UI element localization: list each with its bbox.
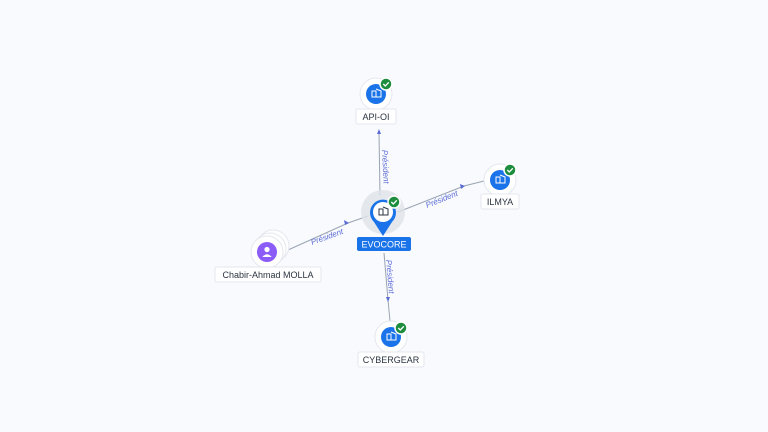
arrow-icon <box>386 297 390 302</box>
edge-evocore-ilmya[interactable]: Président <box>397 180 485 213</box>
node-person[interactable]: Chabir-Ahmad MOLLA <box>214 229 322 283</box>
node-evocore-center[interactable]: EVOCORE <box>357 190 411 251</box>
center-node-label: EVOCORE <box>361 240 406 250</box>
company-icon <box>371 88 382 98</box>
edge-label: Président <box>310 227 346 247</box>
arrow-icon <box>460 184 465 189</box>
node-ilmya[interactable]: ILMYA <box>480 163 520 210</box>
verified-check-icon <box>394 321 408 335</box>
arrow-icon <box>344 220 349 225</box>
node-cybergear[interactable]: CYBERGEAR <box>357 320 425 368</box>
company-icon <box>386 331 397 341</box>
edge-evocore-api-oi[interactable]: Président <box>377 129 391 197</box>
node-label: Chabir-Ahmad MOLLA <box>222 270 313 280</box>
edge-person-evocore[interactable]: Président <box>287 215 369 251</box>
verified-check-icon <box>387 195 401 209</box>
edge-label: Président <box>384 259 396 294</box>
edge-evocore-cybergear[interactable]: Président <box>383 252 396 322</box>
verified-check-icon <box>503 163 517 177</box>
arrow-icon <box>377 129 381 134</box>
node-label: API-OI <box>362 112 389 122</box>
node-label: CYBERGEAR <box>363 355 420 365</box>
edge-label: Président <box>424 189 459 210</box>
node-label: ILMYA <box>487 197 513 207</box>
verified-check-icon <box>379 77 393 91</box>
person-icon <box>262 246 272 257</box>
edge-label: Président <box>380 150 391 185</box>
node-api-oi[interactable]: API-OI <box>355 77 397 125</box>
company-icon <box>495 174 506 184</box>
company-icon <box>378 206 389 216</box>
